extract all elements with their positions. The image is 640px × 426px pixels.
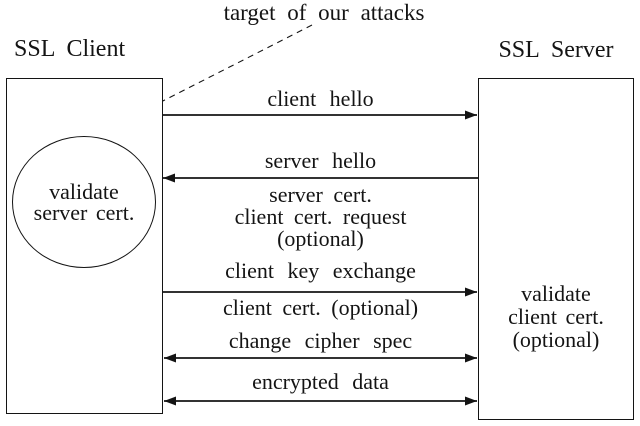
ssl-client-title: SSL Client <box>14 36 126 62</box>
circle-text-line2: server cert. <box>33 200 135 225</box>
attack-target-label: target of our attacks <box>223 0 425 25</box>
server-note-line2: client cert. <box>508 304 604 329</box>
validate-client-cert-note: validate client cert. (optional) <box>478 282 634 351</box>
message-client-key-exchange: client key exchange <box>225 258 416 283</box>
message-client-hello: client hello <box>267 86 374 111</box>
ssl-server-title: SSL Server <box>498 37 614 63</box>
server-hello-detail-3: (optional) <box>277 226 364 251</box>
ssl-server-box <box>478 78 634 420</box>
server-note-line3: (optional) <box>512 327 600 352</box>
message-server-hello: server hello <box>264 148 377 173</box>
message-encrypted-data: encrypted data <box>252 369 389 394</box>
message-server-hello-details: server cert. client cert. request (optio… <box>163 184 478 250</box>
validate-server-cert-circle: validate server cert. <box>12 136 156 268</box>
server-hello-detail-1: server cert. <box>269 182 372 207</box>
circle-text-line1: validate <box>49 179 119 204</box>
client-key-exchange-detail-1: client cert. (optional) <box>222 295 419 320</box>
server-hello-detail-2: client cert. request <box>234 204 407 229</box>
message-client-cert-optional: client cert. (optional) <box>163 297 478 319</box>
message-change-cipher-spec: change cipher spec <box>228 328 413 353</box>
server-note-line1: validate <box>521 281 591 306</box>
